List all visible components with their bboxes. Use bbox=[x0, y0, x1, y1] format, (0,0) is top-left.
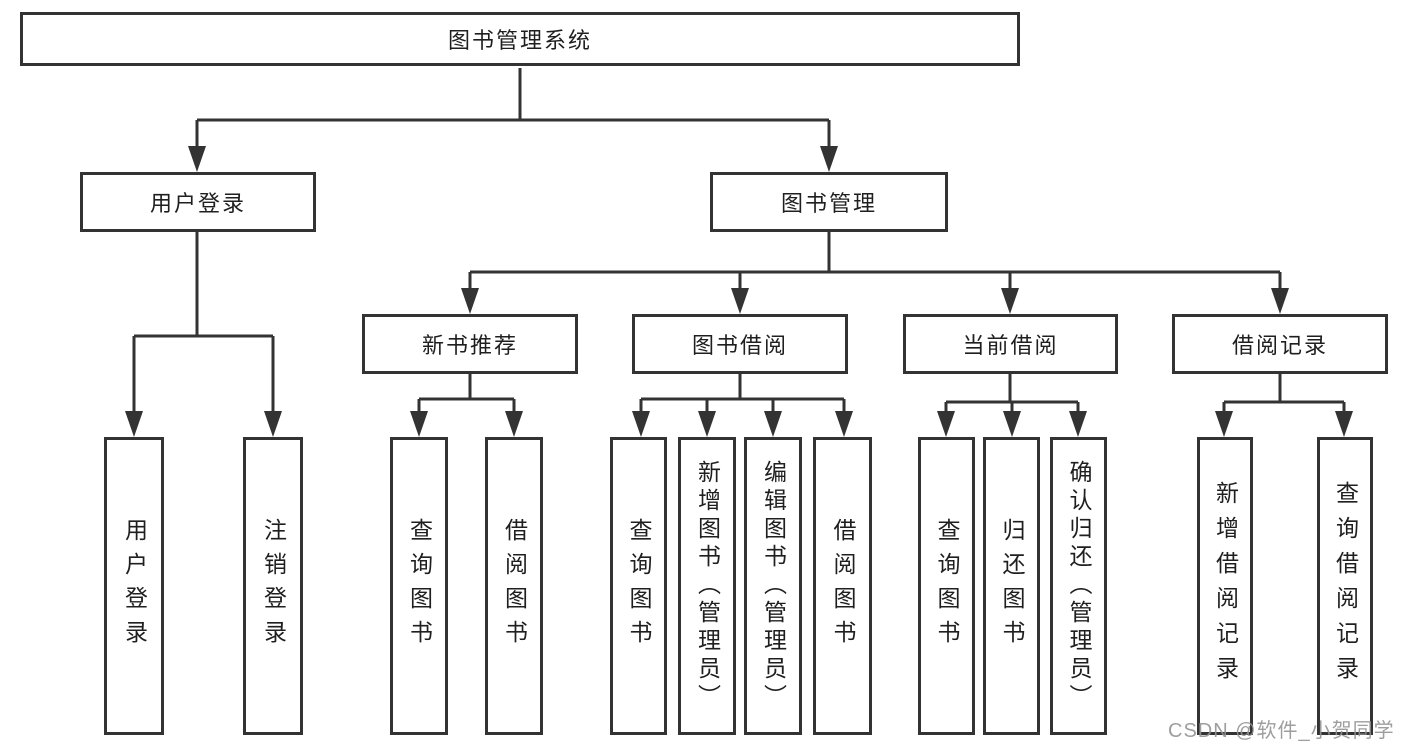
leaf-query-books-current: 查询图书 bbox=[918, 437, 975, 735]
node-label: 注销登录 bbox=[260, 518, 287, 654]
node-label: 新增借阅记录 bbox=[1212, 481, 1239, 691]
node-book-borrowing: 图书借阅 bbox=[632, 314, 848, 374]
leaf-query-books-borrowing: 查询图书 bbox=[610, 437, 667, 735]
node-new-book-recommend: 新书推荐 bbox=[362, 314, 578, 374]
node-label: 查询图书 bbox=[934, 518, 960, 654]
node-label: 图书管理系统 bbox=[447, 28, 592, 53]
leaf-return-books: 归还图书 bbox=[983, 437, 1040, 735]
csdn-watermark: CSDN @软件_小贺同学 bbox=[1168, 720, 1395, 742]
node-label: 归还图书 bbox=[999, 518, 1025, 654]
node-user-login: 用户登录 bbox=[80, 172, 316, 232]
node-label: 查询图书 bbox=[626, 518, 652, 654]
node-label: 查询借阅记录 bbox=[1332, 481, 1359, 691]
node-label: 借阅图书 bbox=[830, 518, 856, 654]
node-label: 查询图书 bbox=[406, 518, 433, 654]
leaf-confirm-return-admin: 确认归还（管理员） bbox=[1050, 437, 1107, 735]
node-label: 图书借阅 bbox=[691, 333, 788, 358]
node-label: 借阅图书 bbox=[501, 518, 528, 654]
node-label: 用户登录 bbox=[149, 191, 246, 216]
connector-borrowrecord-to-leaves bbox=[1215, 374, 1353, 437]
node-label: 当前借阅 bbox=[962, 333, 1059, 358]
leaf-edit-book-admin: 编辑图书（管理员） bbox=[744, 437, 802, 735]
node-label: 用户登录 bbox=[121, 518, 148, 654]
node-current-borrowing: 当前借阅 bbox=[903, 314, 1118, 374]
leaf-add-book-admin: 新增图书（管理员） bbox=[678, 437, 736, 735]
node-label: 确认归还（管理员） bbox=[1066, 460, 1092, 712]
node-label: 借阅记录 bbox=[1231, 333, 1328, 358]
leaf-add-borrow-record: 新增借阅记录 bbox=[1197, 437, 1253, 735]
connector-newbook-to-leaves bbox=[410, 374, 523, 437]
node-label: 新书推荐 bbox=[421, 333, 518, 358]
node-label: 图书管理 bbox=[780, 191, 877, 216]
node-library-management-system: 图书管理系统 bbox=[20, 12, 1020, 66]
leaf-borrow-books-recommend: 借阅图书 bbox=[485, 437, 543, 735]
leaf-query-borrow-record: 查询借阅记录 bbox=[1317, 437, 1373, 735]
connector-bookborrow-to-leaves bbox=[632, 374, 853, 437]
connector-currentborrow-to-leaves bbox=[937, 374, 1087, 437]
node-borrowing-records: 借阅记录 bbox=[1172, 314, 1388, 374]
leaf-user-login: 用户登录 bbox=[104, 437, 164, 735]
node-book-management: 图书管理 bbox=[710, 172, 948, 232]
connector-bookmgmt-to-level3 bbox=[461, 232, 1289, 314]
connector-root-to-level2 bbox=[188, 68, 838, 172]
node-label: 编辑图书（管理员） bbox=[760, 460, 787, 712]
leaf-query-books-recommend: 查询图书 bbox=[390, 437, 448, 735]
connector-userlogin-to-leaves bbox=[125, 232, 282, 437]
leaf-logout-login: 注销登录 bbox=[243, 437, 303, 735]
leaf-borrow-books-borrowing: 借阅图书 bbox=[813, 437, 872, 735]
node-label: 新增图书（管理员） bbox=[694, 460, 721, 712]
